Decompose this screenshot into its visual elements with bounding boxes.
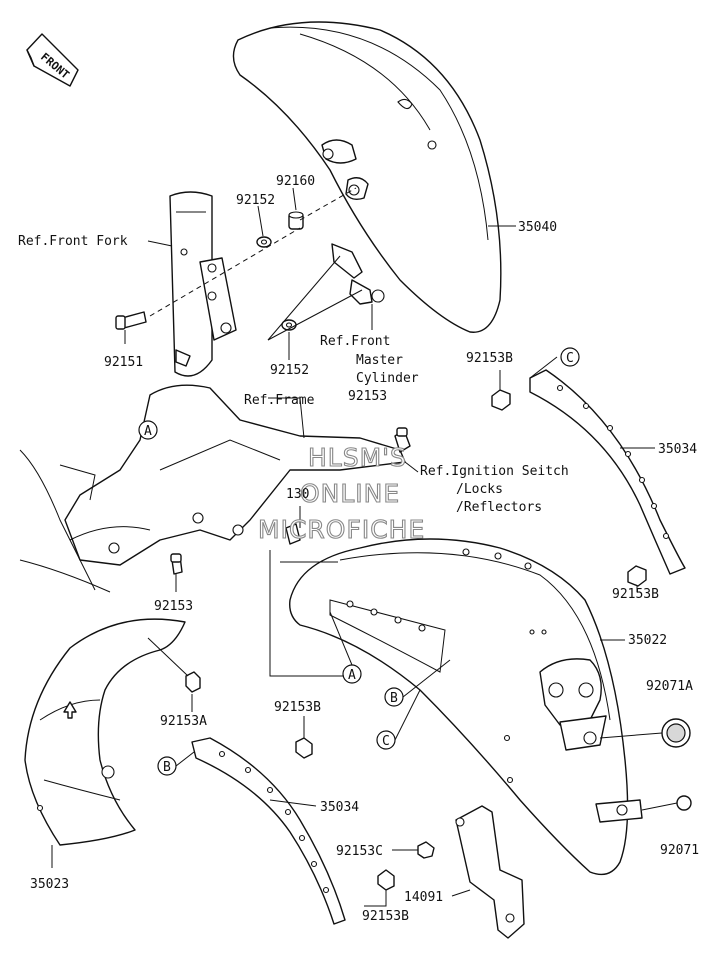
- label-35022: 35022: [628, 633, 667, 648]
- label-35023: 35023: [30, 877, 69, 892]
- bolt-92153-upper: [394, 427, 411, 453]
- watermark-line-1: HLSM'S: [308, 443, 407, 472]
- label-ref-master-cylinder-2: Master: [356, 353, 403, 368]
- label-92071a: 92071A: [646, 679, 693, 694]
- label-92160: 92160: [276, 174, 315, 189]
- front-fender-35040: [232, 21, 502, 333]
- callout-a-label: A: [144, 424, 152, 439]
- label-92153a: 92153A: [160, 714, 207, 729]
- washer-92152-upper: [256, 236, 272, 248]
- callout-b-rail: B: [157, 756, 177, 776]
- label-ref-ignition-1: Ref.Ignition Seitch: [420, 464, 569, 479]
- watermark-line-2: ONLINE: [300, 479, 400, 508]
- label-14091: 14091: [404, 890, 443, 905]
- bracket-14091: [455, 805, 525, 939]
- label-ref-master-cylinder-1: Ref.Front: [320, 334, 390, 349]
- cap-92071: [676, 795, 692, 811]
- label-92153b-upper: 92153B: [466, 351, 513, 366]
- label-35034-upper: 35034: [658, 442, 697, 457]
- label-ref-frame: Ref.Frame: [244, 393, 315, 408]
- label-92153-lower: 92153: [154, 599, 193, 614]
- label-92153-upper: 92153: [348, 389, 387, 404]
- callout-c-label: C: [566, 351, 574, 366]
- label-ref-front-fork: Ref.Front Fork: [18, 234, 128, 249]
- label-35034-lower: 35034: [320, 800, 359, 815]
- label-130: 130: [286, 487, 309, 502]
- callout-c-fender: C: [376, 730, 396, 750]
- front-direction-arrow-icon: FRONT: [26, 33, 79, 87]
- label-92152-upper: 92152: [236, 193, 275, 208]
- label-35040: 35040: [518, 220, 557, 235]
- callout-b-label: B: [163, 760, 171, 775]
- callout-c-label: C: [382, 734, 390, 749]
- nut-92153b-bottom: [377, 869, 395, 891]
- label-92153b-middle: 92153B: [274, 700, 321, 715]
- rear-fender-35022: [289, 538, 643, 876]
- nut-92153b-upper: [491, 389, 511, 411]
- watermark-line-3: MICROFICHE: [258, 515, 425, 544]
- callout-a-fender: A: [342, 664, 362, 684]
- part-labels: 35040 92160 92152 Ref.Front Fork 92151 9…: [18, 174, 699, 924]
- nut-92153c: [417, 841, 435, 859]
- leader-lines: [51, 187, 655, 907]
- label-92071: 92071: [660, 843, 699, 858]
- label-92152-lower: 92152: [270, 363, 309, 378]
- spacer-92160: [288, 211, 304, 230]
- callout-a-frame: A: [138, 420, 158, 440]
- bolt-130: [285, 523, 301, 545]
- callout-b-fender: B: [384, 687, 404, 707]
- bolt-92151: [115, 311, 147, 330]
- front-fork-tube: [169, 191, 237, 377]
- label-ref-ignition-2: /Locks: [456, 482, 503, 497]
- inner-fender-35023: [24, 618, 186, 846]
- fender-rail-35034-upper: [529, 369, 686, 575]
- watermark: HLSM'S ONLINE MICROFICHE: [257, 442, 425, 544]
- fender-brake-hose-bracket: [331, 243, 385, 305]
- label-ref-ignition-3: /Reflectors: [456, 500, 542, 515]
- fender-rail-35034-lower: [191, 737, 346, 925]
- nut-92153b-right: [627, 565, 647, 587]
- label-92151: 92151: [104, 355, 143, 370]
- bolt-92153-lower: [170, 553, 183, 575]
- callout-b-label: B: [390, 691, 398, 706]
- label-92153b-right: 92153B: [612, 587, 659, 602]
- callout-c-rail: C: [560, 347, 580, 367]
- nut-92153b-middle: [295, 737, 313, 759]
- grommet-92071a: [661, 718, 691, 748]
- label-92153b-bottom: 92153B: [362, 909, 409, 924]
- label-ref-master-cylinder-3: Cylinder: [356, 371, 419, 386]
- bolt-92153a: [185, 671, 201, 693]
- callout-a-label: A: [348, 668, 356, 683]
- label-92153c: 92153C: [336, 844, 383, 859]
